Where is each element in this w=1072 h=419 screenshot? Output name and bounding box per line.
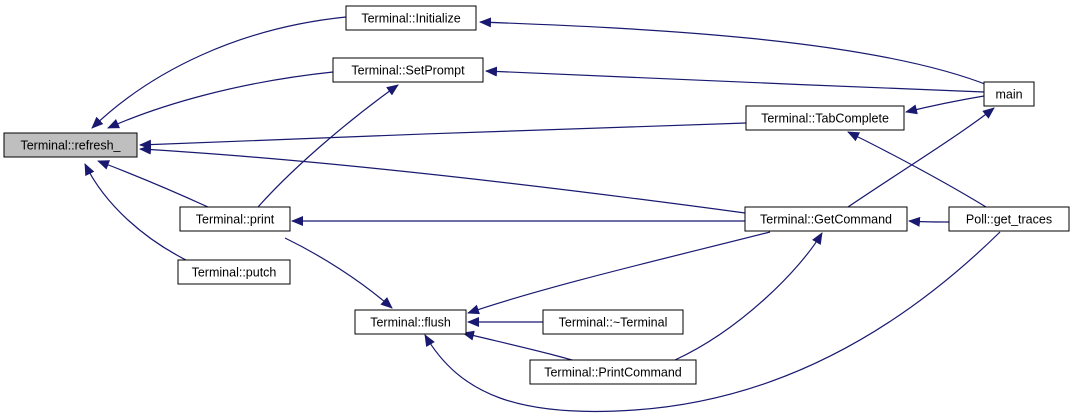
- node-label: Terminal::print: [196, 213, 275, 227]
- edge-printcommand-to-flush: [462, 330, 573, 361]
- edge-line: [91, 16, 347, 129]
- node-main[interactable]: main: [983, 81, 1035, 107]
- node-box: [744, 206, 908, 232]
- edges-layer: [84, 16, 1001, 413]
- edge-putch-to-refresh: [84, 163, 191, 263]
- node-putch[interactable]: Terminal::putch: [177, 259, 291, 285]
- node-box: [529, 359, 697, 385]
- node-setprompt[interactable]: Terminal::SetPrompt: [332, 57, 484, 83]
- edge-printcommand-to-getcommand: [674, 232, 823, 361]
- node-box: [745, 105, 905, 131]
- node-label: Terminal::~Terminal: [559, 316, 668, 330]
- node-box: [542, 309, 684, 335]
- node-box: [983, 81, 1035, 107]
- edge-getcommand-to-main: [847, 107, 995, 208]
- edge-line: [284, 237, 393, 309]
- edge-line: [107, 71, 334, 129]
- edge-print-to-setprompt: [257, 84, 399, 208]
- edge-line: [674, 232, 823, 361]
- edge-gettraces-to-getcommand: [908, 216, 950, 227]
- node-box: [179, 206, 291, 232]
- edge-gettraces-to-tabcomplete: [847, 131, 987, 208]
- node-initialize[interactable]: Terminal::Initialize: [345, 5, 477, 31]
- edge-line: [257, 84, 399, 208]
- edge-getcommand-to-refresh: [139, 144, 746, 214]
- node-tabcomplete[interactable]: Terminal::TabComplete: [745, 105, 905, 131]
- edge-line: [467, 231, 771, 315]
- edge-gettraces-to-flush: [424, 231, 1001, 413]
- edge-line: [139, 144, 746, 214]
- node-flush[interactable]: Terminal::flush: [354, 309, 467, 335]
- edge-line: [908, 216, 950, 227]
- edge-line: [905, 95, 985, 115]
- node-label: Poll::get_traces: [966, 213, 1052, 227]
- edge-main-to-tabcomplete: [905, 95, 985, 115]
- edge-line: [424, 231, 1001, 413]
- node-printcommand[interactable]: Terminal::PrintCommand: [529, 359, 697, 385]
- edge-setprompt-to-refresh: [107, 71, 334, 129]
- nodes-layer: Terminal::refresh_ Terminal::InitializeTe…: [3, 5, 1070, 385]
- edge-main-to-setprompt: [485, 66, 985, 93]
- node-label: Terminal::GetCommand: [760, 213, 892, 227]
- edge-line: [97, 160, 209, 208]
- node-refresh[interactable]: Terminal::refresh_: [3, 132, 138, 158]
- edge-line: [847, 131, 987, 208]
- node-label: Terminal::flush: [370, 316, 451, 330]
- node-gettraces[interactable]: Poll::get_traces: [948, 206, 1070, 232]
- edge-line: [462, 330, 573, 361]
- edge-line: [485, 66, 985, 93]
- node-box: [177, 259, 291, 285]
- node-box: [3, 132, 138, 158]
- node-label: Terminal::TabComplete: [761, 112, 889, 126]
- node-getcommand[interactable]: Terminal::GetCommand: [744, 206, 908, 232]
- edge-tabcomplete-to-refresh: [139, 122, 747, 150]
- edge-line: [847, 107, 995, 208]
- node-label: main: [995, 88, 1022, 102]
- node-label: Terminal::putch: [192, 266, 277, 280]
- node-label: Terminal::PrintCommand: [544, 366, 682, 380]
- node-box: [948, 206, 1070, 232]
- edge-line: [479, 17, 991, 87]
- edge-line: [84, 163, 191, 263]
- edge-getcommand-to-flush: [467, 231, 771, 315]
- node-box: [332, 57, 484, 83]
- node-dtor[interactable]: Terminal::~Terminal: [542, 309, 684, 335]
- node-print[interactable]: Terminal::print: [179, 206, 291, 232]
- node-label: Terminal::Initialize: [361, 12, 460, 26]
- node-box: [354, 309, 467, 335]
- node-box: [345, 5, 477, 31]
- edge-print-to-flush: [284, 237, 393, 309]
- node-label: Terminal::refresh_: [20, 139, 121, 153]
- node-label: Terminal::SetPrompt: [351, 64, 465, 78]
- edge-main-to-initialize: [479, 17, 991, 87]
- edge-line: [139, 122, 747, 150]
- edge-initialize-to-refresh: [91, 16, 347, 129]
- edge-print-to-refresh: [97, 160, 209, 208]
